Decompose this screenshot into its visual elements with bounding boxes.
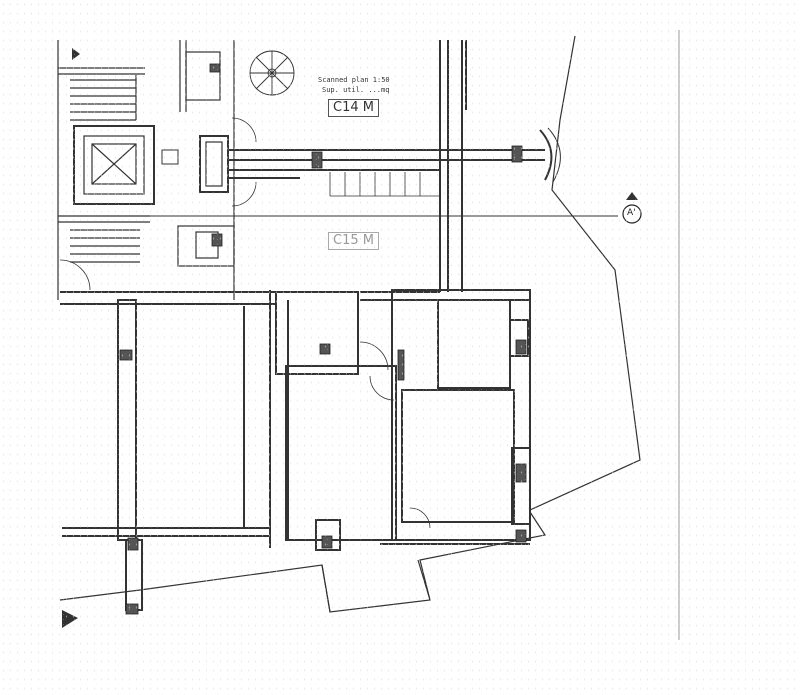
building-envelope	[59, 35, 641, 613]
apartment-right-walls	[380, 289, 531, 545]
plan-note-line2: Sup. util. ...mq	[322, 86, 390, 94]
plan-note-line1: Scanned plan 1:50	[318, 76, 390, 84]
unit-tag-upper: C14 M	[328, 99, 379, 117]
unit-tag-lower: C15 M	[328, 232, 379, 250]
spiral-stair	[249, 50, 295, 96]
structural-columns	[119, 63, 527, 615]
corridor-stair	[329, 172, 440, 197]
staircase-upper	[58, 67, 145, 121]
apartment-middle-walls	[275, 291, 440, 551]
section-marker-label: A'	[627, 208, 636, 218]
service-shaft	[177, 40, 235, 300]
balcony-curve-upper	[539, 129, 553, 181]
elevator-core	[73, 125, 179, 205]
section-arrow-left	[62, 48, 80, 628]
apartment-left-walls	[60, 290, 276, 611]
